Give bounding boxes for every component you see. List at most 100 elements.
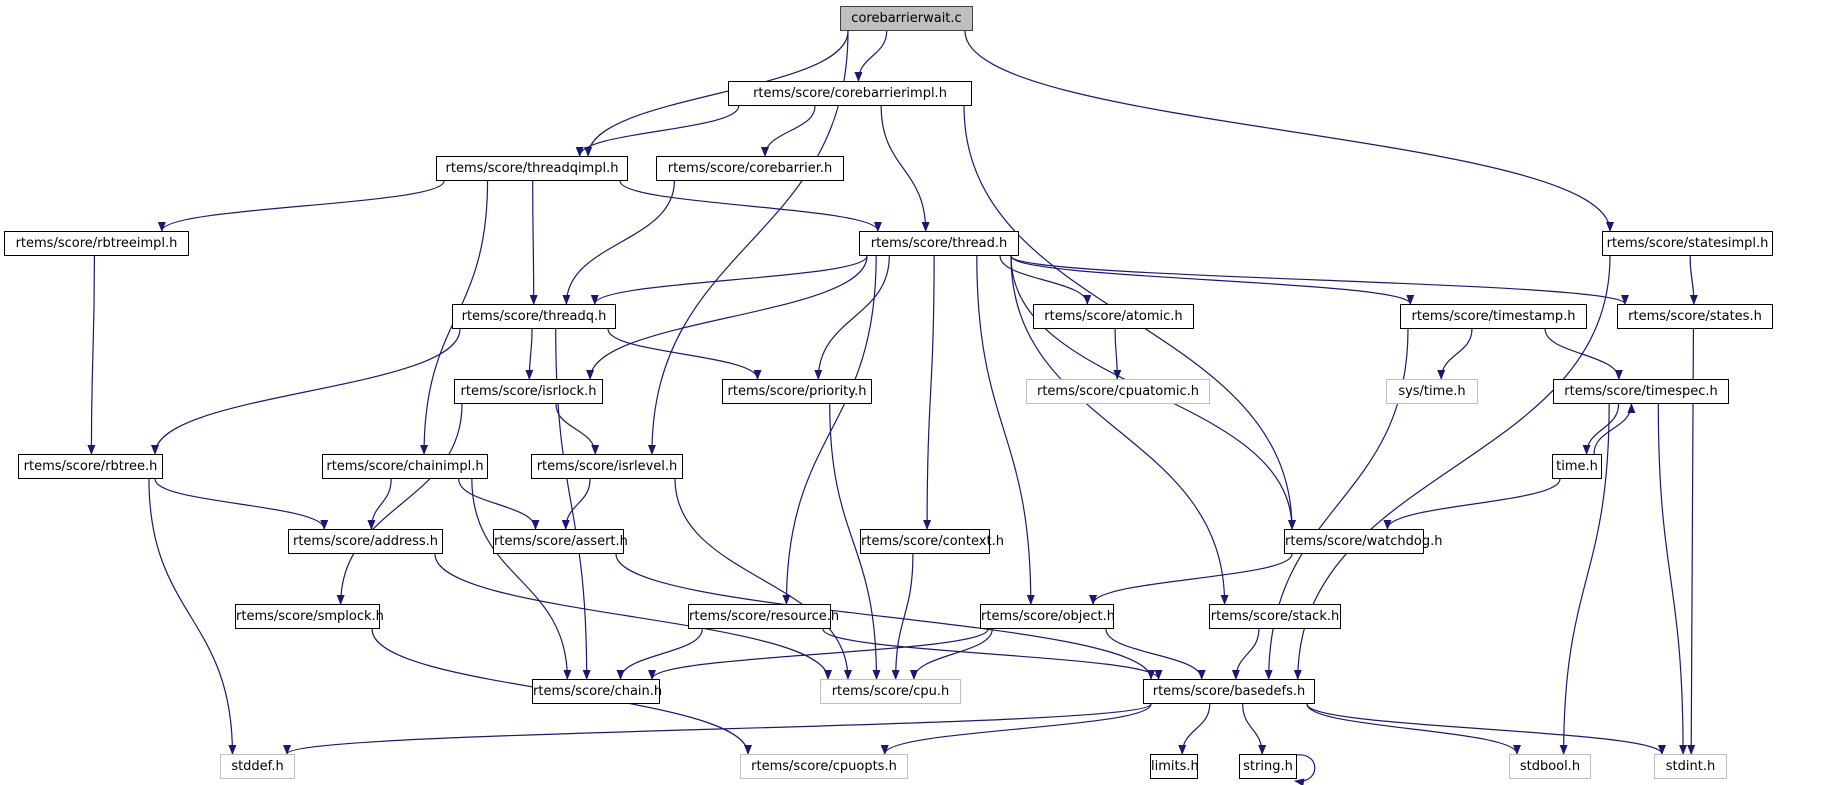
graph-edge-basedefs-to-stdint bbox=[1306, 703, 1666, 755]
graph-edge-basedefs-to-stddef bbox=[283, 703, 1152, 755]
graph-node-stdbool[interactable]: stdbool.h bbox=[1509, 754, 1591, 779]
graph-node-object[interactable]: rtems/score/object.h bbox=[980, 604, 1115, 629]
graph-edge-atomic-to-cpuatomic bbox=[1113, 328, 1122, 380]
graph-edge-corebarrierimpl-to-corebarrier bbox=[761, 105, 816, 157]
graph-edge-rbtree-to-address bbox=[154, 478, 329, 530]
graph-node-thread[interactable]: rtems/score/thread.h bbox=[859, 231, 1019, 256]
graph-edge-threadq-to-priority bbox=[607, 328, 762, 380]
graph-node-priority[interactable]: rtems/score/priority.h bbox=[722, 379, 872, 404]
graph-edge-basedefs-to-string bbox=[1242, 703, 1267, 755]
graph-edge-object-to-chain bbox=[648, 628, 989, 680]
graph-edge-thread-to-resource bbox=[782, 255, 877, 605]
graph-edge-basedefs-to-stdbool bbox=[1306, 703, 1521, 755]
graph-edge-thread-to-states bbox=[1010, 255, 1629, 305]
graph-edge-thread-to-atomic bbox=[999, 255, 1092, 305]
graph-node-threadq[interactable]: rtems/score/threadq.h bbox=[452, 304, 616, 329]
graph-node-isrlevel[interactable]: rtems/score/isrlevel.h bbox=[531, 454, 683, 479]
graph-node-systime[interactable]: sys/time.h bbox=[1386, 379, 1478, 404]
graph-node-timestamp[interactable]: rtems/score/timestamp.h bbox=[1400, 304, 1587, 329]
graph-edge-threadq-to-rbtree bbox=[151, 328, 461, 455]
graph-edge-thread-to-stack bbox=[1010, 255, 1229, 605]
graph-edge-chainimpl-to-address bbox=[367, 478, 392, 530]
graph-edge-corebarrierwait-to-corebarrierimpl bbox=[854, 30, 888, 82]
graph-edge-thread-to-isrlock bbox=[586, 255, 868, 380]
graph-node-stdint[interactable]: stdint.h bbox=[1654, 754, 1727, 779]
graph-edge-context-to-cpu bbox=[891, 553, 914, 680]
graph-edge-basedefs-to-limits bbox=[1178, 703, 1211, 755]
graph-edge-timespec-to-time bbox=[1582, 403, 1620, 455]
graph-node-smplock[interactable]: rtems/score/smplock.h bbox=[235, 604, 384, 629]
graph-node-cpuatomic[interactable]: rtems/score/cpuatomic.h bbox=[1026, 379, 1210, 404]
graph-node-threadqimpl[interactable]: rtems/score/threadqimpl.h bbox=[436, 156, 628, 181]
graph-edge-thread-to-priority bbox=[814, 255, 890, 380]
graph-edge-corebarrierwait-to-statesimpl bbox=[964, 30, 1614, 232]
graph-node-address[interactable]: rtems/score/address.h bbox=[288, 529, 443, 554]
graph-edge-isrlock-to-isrlevel bbox=[555, 403, 600, 455]
graph-edge-chainimpl-to-chain bbox=[471, 478, 572, 680]
graph-edge-states-to-stdint bbox=[1687, 328, 1696, 755]
graph-node-context[interactable]: rtems/score/context.h bbox=[860, 529, 1004, 554]
graph-node-corebarrierimpl[interactable]: rtems/score/corebarrierimpl.h bbox=[728, 81, 972, 106]
graph-node-stack[interactable]: rtems/score/stack.h bbox=[1209, 604, 1341, 629]
graph-node-watchdog[interactable]: rtems/score/watchdog.h bbox=[1284, 529, 1442, 554]
graph-node-time[interactable]: time.h bbox=[1552, 454, 1602, 479]
graph-edge-basedefs-to-cpuopts bbox=[880, 703, 1152, 755]
graph-edge-time-to-timespec bbox=[1593, 403, 1636, 455]
graph-edge-resource-to-chain bbox=[616, 628, 703, 680]
graph-edge-isrlevel-to-assert bbox=[561, 478, 591, 530]
graph-node-cpu[interactable]: rtems/score/cpu.h bbox=[820, 679, 961, 704]
graph-edge-object-to-basedefs bbox=[1105, 628, 1206, 680]
graph-edge-stack-to-basedefs bbox=[1231, 628, 1260, 680]
graph-node-cpuopts[interactable]: rtems/score/cpuopts.h bbox=[740, 754, 908, 779]
graph-node-resource[interactable]: rtems/score/resource.h bbox=[688, 604, 839, 629]
graph-edge-thread-to-object bbox=[976, 255, 1035, 605]
graph-edge-threadq-to-isrlock bbox=[525, 328, 534, 380]
graph-edge-time-to-watchdog bbox=[1383, 478, 1561, 530]
graph-edge-timespec-to-stdbool bbox=[1559, 403, 1610, 755]
graph-edge-rbtree-to-stddef bbox=[148, 478, 237, 755]
graph-node-corebarrierwait[interactable]: corebarrierwait.c bbox=[840, 6, 973, 31]
graph-edge-rbtreeimpl-to-rbtree bbox=[87, 255, 96, 455]
graph-edge-statesimpl-to-states bbox=[1689, 255, 1698, 305]
graph-node-chain[interactable]: rtems/score/chain.h bbox=[532, 679, 662, 704]
graph-node-limits[interactable]: limits.h bbox=[1150, 754, 1199, 779]
graph-node-atomic[interactable]: rtems/score/atomic.h bbox=[1033, 304, 1194, 329]
graph-node-string[interactable]: string.h bbox=[1239, 754, 1297, 779]
graph-node-corebarrier[interactable]: rtems/score/corebarrier.h bbox=[656, 156, 844, 181]
graph-node-assert[interactable]: rtems/score/assert.h bbox=[493, 529, 628, 554]
graph-edge-thread-to-threadq bbox=[590, 255, 868, 305]
graph-edge-corebarrierwait-to-threadqimpl bbox=[584, 30, 849, 157]
graph-edge-watchdog-to-object bbox=[1089, 553, 1293, 605]
graph-edge-thread-to-timestamp bbox=[1010, 255, 1415, 305]
graph-edge-timespec-to-stdint bbox=[1657, 403, 1688, 755]
graph-node-rbtree[interactable]: rtems/score/rbtree.h bbox=[18, 454, 163, 479]
graph-edge-corebarrier-to-threadq bbox=[562, 180, 675, 305]
graph-node-rbtreeimpl[interactable]: rtems/score/rbtreeimpl.h bbox=[4, 231, 189, 256]
graph-node-timespec[interactable]: rtems/score/timespec.h bbox=[1553, 379, 1729, 404]
graph-edge-chainimpl-to-assert bbox=[458, 478, 540, 530]
graph-edge-timestamp-to-timespec bbox=[1544, 328, 1623, 380]
graph-node-statesimpl[interactable]: rtems/score/statesimpl.h bbox=[1602, 231, 1773, 256]
graph-node-stddef[interactable]: stddef.h bbox=[220, 754, 295, 779]
graph-edge-isrlevel-to-cpu bbox=[674, 478, 852, 680]
graph-edge-corebarrierimpl-to-thread bbox=[880, 105, 930, 232]
graph-node-states[interactable]: rtems/score/states.h bbox=[1617, 304, 1773, 329]
graph-edge-isrlock-to-smplock bbox=[336, 403, 463, 605]
graph-edge-threadqimpl-to-threadq bbox=[529, 180, 538, 305]
graph-node-basedefs[interactable]: rtems/score/basedefs.h bbox=[1143, 679, 1315, 704]
graph-edge-threadqimpl-to-thread bbox=[619, 180, 882, 232]
graph-node-chainimpl[interactable]: rtems/score/chainimpl.h bbox=[322, 454, 488, 479]
graph-edge-corebarrierimpl-to-threadqimpl bbox=[575, 105, 740, 157]
graph-edge-priority-to-cpu bbox=[829, 403, 881, 680]
graph-edge-thread-to-context bbox=[923, 255, 935, 530]
graph-edge-timestamp-to-systime bbox=[1437, 328, 1473, 380]
graph-edge-string-to-string bbox=[1290, 754, 1316, 785]
graph-edge-corebarrierwait-to-isrlevel bbox=[647, 30, 849, 455]
graph-edge-object-to-cpu bbox=[910, 628, 993, 680]
graph-edge-statesimpl-to-basedefs bbox=[1293, 255, 1611, 680]
graph-node-isrlock[interactable]: rtems/score/isrlock.h bbox=[454, 379, 603, 404]
graph-edge-address-to-cpu bbox=[434, 553, 832, 680]
graph-edge-assert-to-basedefs bbox=[615, 553, 1155, 680]
graph-edge-threadqimpl-to-rbtreeimpl bbox=[157, 180, 445, 232]
